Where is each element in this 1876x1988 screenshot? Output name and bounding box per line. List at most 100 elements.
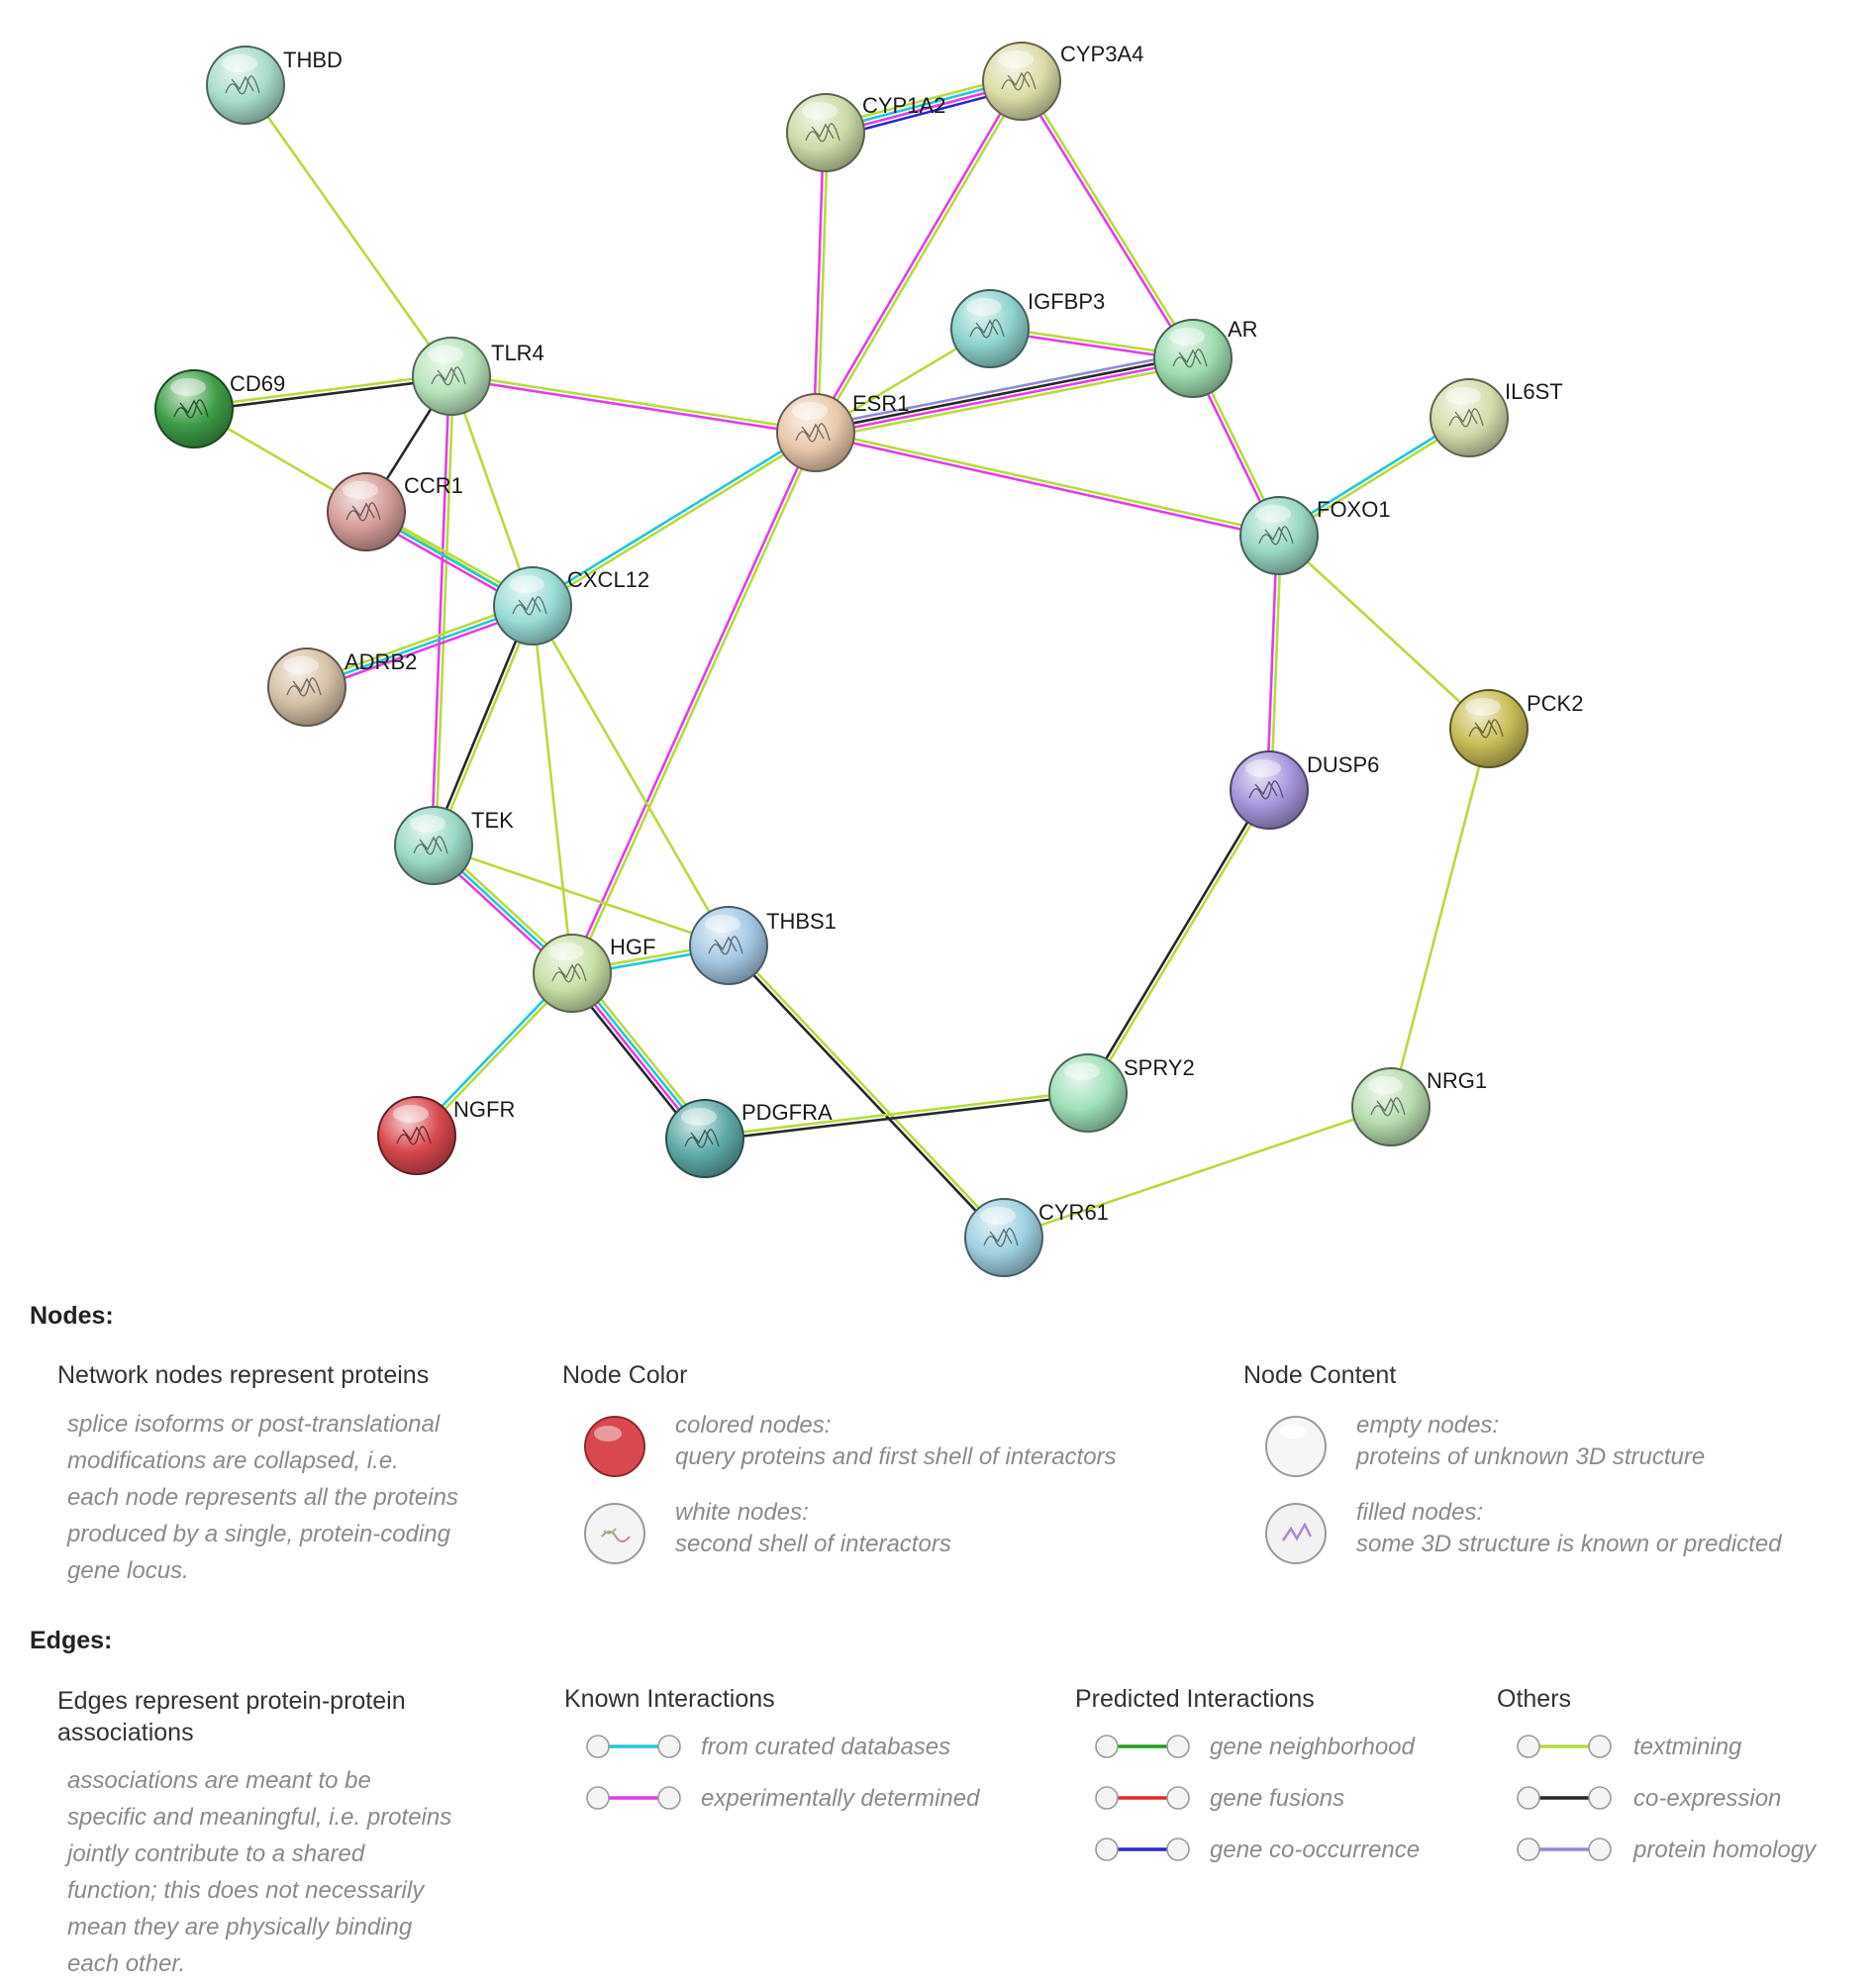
node-thbs1[interactable]: THBS1 bbox=[689, 906, 837, 985]
node-ball[interactable] bbox=[493, 566, 572, 646]
node-cd69[interactable]: CD69 bbox=[154, 369, 285, 448]
node-ball[interactable] bbox=[377, 1096, 456, 1175]
node-ball[interactable] bbox=[206, 46, 285, 125]
node-highlight bbox=[998, 50, 1034, 68]
edge-evidence-textmining bbox=[816, 131, 830, 435]
node-ball[interactable] bbox=[950, 289, 1030, 368]
protein-structure-icon bbox=[551, 963, 587, 983]
edge-cxcl12-thbs1 bbox=[531, 604, 731, 947]
node-ball[interactable] bbox=[1430, 378, 1509, 457]
node-ball[interactable] bbox=[786, 93, 865, 172]
node-ball[interactable] bbox=[1230, 750, 1309, 830]
sample-node bbox=[1166, 1838, 1190, 1861]
known-interactions-title: Known Interactions bbox=[564, 1685, 775, 1713]
node-highlight bbox=[802, 102, 838, 120]
sample-node bbox=[586, 1786, 610, 1810]
node-thbd[interactable]: THBD bbox=[206, 46, 343, 125]
node-ball[interactable] bbox=[776, 393, 855, 472]
sample-node bbox=[1095, 1735, 1119, 1758]
description-line: jointly contribute to a shared bbox=[67, 1840, 365, 1867]
node-ball[interactable] bbox=[394, 806, 473, 885]
node-cxcl12[interactable]: CXCL12 bbox=[493, 566, 649, 646]
node-ball[interactable] bbox=[267, 647, 346, 727]
cooccurrence-edge-sample bbox=[1095, 1838, 1190, 1861]
node-ngfr[interactable]: NGFR bbox=[377, 1096, 515, 1175]
node-cyp1a2[interactable]: CYP1A2 bbox=[786, 93, 945, 172]
node-adrb2[interactable]: ADRB2 bbox=[267, 647, 417, 727]
node-pck2[interactable]: PCK2 bbox=[1449, 689, 1583, 768]
node-ball[interactable] bbox=[1239, 496, 1319, 575]
node-ball[interactable] bbox=[1048, 1053, 1128, 1133]
node-igfbp3[interactable]: IGFBP3 bbox=[950, 289, 1105, 368]
node-label-hgf: HGF bbox=[610, 935, 655, 959]
edge-adrb2-cxcl12 bbox=[304, 600, 536, 693]
predicted-interactions-title: Predicted Interactions bbox=[1075, 1685, 1315, 1713]
white-node-swatch bbox=[584, 1503, 645, 1564]
node-nrg1[interactable]: NRG1 bbox=[1351, 1067, 1487, 1146]
node-dusp6[interactable]: DUSP6 bbox=[1230, 750, 1379, 830]
edge-evidence-coexpression bbox=[703, 1093, 1090, 1143]
filled-nodes-desc: some 3D structure is known or predicted bbox=[1356, 1531, 1782, 1557]
protein-structure-icon bbox=[1448, 408, 1484, 428]
edge-evidence-textmining bbox=[434, 605, 537, 848]
node-highlight bbox=[980, 1207, 1016, 1225]
node-cyr61[interactable]: CYR61 bbox=[964, 1198, 1109, 1277]
node-ball[interactable] bbox=[964, 1198, 1043, 1277]
node-highlight bbox=[428, 346, 463, 363]
edge-evidence-textmining bbox=[192, 372, 453, 409]
node-label-adrb2: ADRB2 bbox=[345, 649, 417, 674]
node-ball[interactable] bbox=[533, 934, 612, 1013]
node-ar[interactable]: AR bbox=[1153, 317, 1258, 398]
node-ball[interactable] bbox=[665, 1099, 744, 1178]
description-line: produced by a single, protein-coding bbox=[67, 1521, 450, 1547]
edge-evidence-textmining bbox=[531, 604, 731, 947]
description-line: splice isoforms or post-translational bbox=[67, 1411, 441, 1438]
node-highlight bbox=[681, 1108, 717, 1126]
sample-node bbox=[1166, 1735, 1190, 1758]
node-ball[interactable] bbox=[1351, 1067, 1431, 1146]
description-line: each other. bbox=[67, 1950, 186, 1977]
node-cyp3a4[interactable]: CYP3A4 bbox=[982, 42, 1143, 121]
node-ball[interactable] bbox=[412, 337, 491, 416]
node-label-dusp6: DUSP6 bbox=[1307, 752, 1379, 777]
sample-node bbox=[1166, 1786, 1190, 1810]
node-ball[interactable] bbox=[327, 472, 406, 551]
edge-evidence-textmining bbox=[815, 362, 1196, 441]
node-ball[interactable] bbox=[982, 42, 1061, 121]
sample-node bbox=[657, 1735, 681, 1758]
node-label-igfbp3: IGFBP3 bbox=[1028, 289, 1105, 314]
node-ball[interactable] bbox=[154, 369, 234, 448]
edge-evidence-textmining bbox=[1002, 1105, 1393, 1240]
node-tek[interactable]: TEK bbox=[394, 806, 514, 885]
filled-node-swatch bbox=[1265, 1503, 1327, 1564]
node-ccr1[interactable]: CCR1 bbox=[327, 472, 463, 551]
node-highlight bbox=[705, 915, 741, 933]
homology-label: protein homology bbox=[1633, 1837, 1817, 1863]
edge-evidence-textmining bbox=[815, 429, 1281, 536]
node-spry2[interactable]: SPRY2 bbox=[1048, 1053, 1195, 1133]
node-highlight bbox=[393, 1105, 429, 1123]
node-il6st[interactable]: IL6ST bbox=[1430, 378, 1563, 457]
node-pdgfra[interactable]: PDGFRA bbox=[665, 1099, 833, 1178]
node-tlr4[interactable]: TLR4 bbox=[412, 337, 544, 416]
node-hgf[interactable]: HGF bbox=[533, 934, 655, 1013]
node-label-cyr61: CYR61 bbox=[1038, 1200, 1109, 1225]
node-foxo1[interactable]: FOXO1 bbox=[1239, 496, 1391, 575]
node-ball[interactable] bbox=[1449, 689, 1529, 768]
protein-structure-icon bbox=[413, 836, 448, 855]
edge-evidence-experimental bbox=[307, 608, 536, 693]
node-ball[interactable] bbox=[689, 906, 768, 985]
sample-node bbox=[1588, 1786, 1612, 1810]
node-ball[interactable] bbox=[1153, 319, 1233, 398]
edge-evidence-coexpression bbox=[192, 376, 453, 413]
edge-evidence-textmining bbox=[1022, 78, 1197, 359]
node-esr1[interactable]: ESR1 bbox=[776, 391, 909, 472]
node-label-ngfr: NGFR bbox=[453, 1097, 515, 1122]
edge-evidence-experimental bbox=[430, 374, 451, 847]
edge-tlr4-cxcl12 bbox=[449, 374, 535, 608]
node-label-nrg1: NRG1 bbox=[1427, 1068, 1487, 1093]
sample-node bbox=[1588, 1735, 1612, 1758]
protein-structure-icon bbox=[1468, 719, 1504, 739]
